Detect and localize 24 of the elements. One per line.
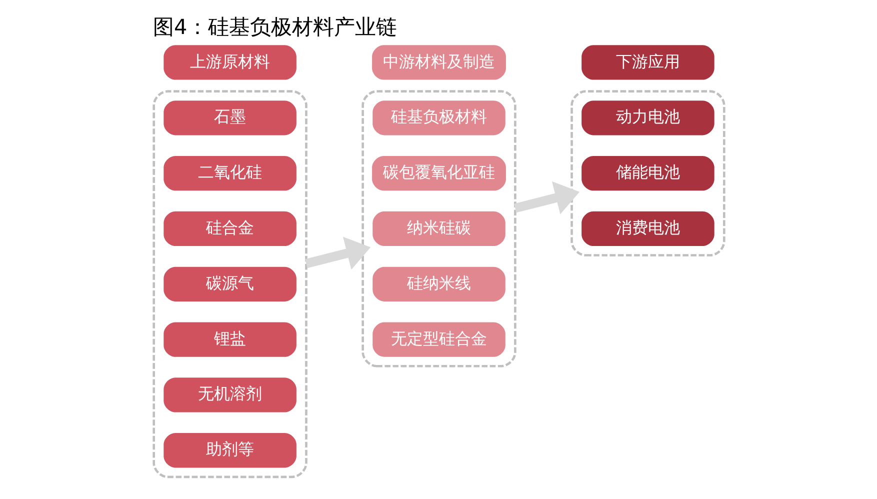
node-box: 无定型硅合金	[372, 322, 505, 357]
node-box: 助剂等	[163, 433, 296, 468]
node-box: 上游原材料	[163, 45, 296, 80]
node-box: 无机溶剂	[163, 378, 296, 412]
node-box: 二氧化硅	[163, 156, 296, 191]
node-box: 中游材料及制造	[372, 45, 506, 80]
cluster	[570, 90, 725, 256]
node-box: 纳米硅碳	[372, 211, 505, 246]
node-box: 动力电池	[581, 100, 714, 136]
node-box: 碳源气	[163, 266, 296, 302]
node-box: 硅基负极材料	[372, 100, 505, 136]
diagram-title: 图4：硅基负极材料产业链	[152, 15, 397, 40]
node-box: 储能电池	[581, 156, 714, 191]
node-box: 消费电池	[581, 211, 714, 246]
node-box: 锂盐	[163, 322, 296, 357]
arrow	[514, 181, 580, 214]
node-box: 石墨	[163, 100, 296, 136]
cluster	[152, 90, 307, 478]
cluster	[361, 90, 516, 368]
node-box: 硅纳米线	[372, 266, 505, 302]
node-box: 下游应用	[581, 45, 714, 80]
arrow	[304, 236, 370, 270]
node-box: 硅合金	[163, 211, 296, 246]
node-box: 碳包覆氧化亚硅	[372, 156, 506, 191]
